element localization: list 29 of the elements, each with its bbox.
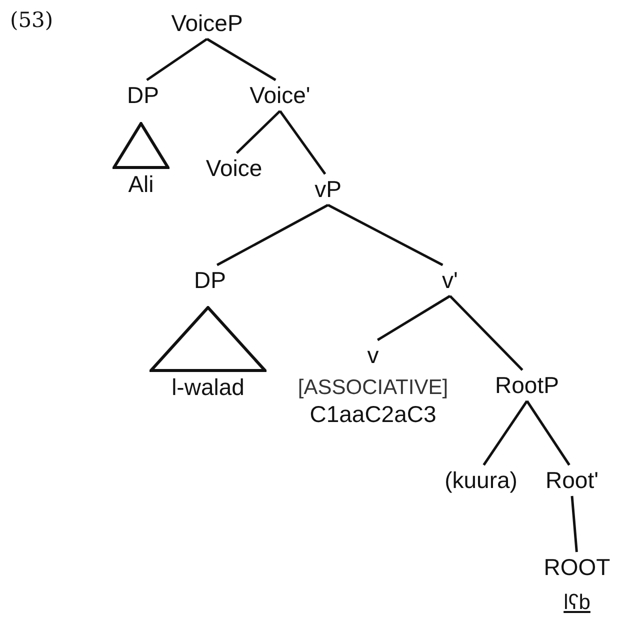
tree-branch [236, 110, 281, 154]
tree-branch [449, 295, 524, 371]
template-label: C1aaC2aC3 [310, 400, 436, 428]
category-label: Voice' [250, 82, 310, 108]
tree-branch [482, 400, 528, 466]
category-label: Root' [546, 467, 598, 493]
category-label: (kuura) [444, 467, 518, 493]
category-label: Voice [206, 155, 262, 181]
terminal-word: l-walad [172, 374, 244, 400]
terminal-word: Ali [128, 171, 154, 197]
tree-branch [376, 294, 451, 342]
category-label: v' [442, 267, 458, 293]
example-number: (53) [10, 8, 54, 32]
category-label: RootP [495, 372, 559, 398]
root-form: lʕb [564, 590, 590, 616]
tree-branch [216, 204, 329, 266]
tree-branch [206, 38, 276, 82]
tree-branch [146, 38, 208, 82]
category-label: v [367, 342, 379, 368]
feature-label: [ASSOCIATIVE] [298, 376, 448, 400]
category-label: DP [194, 267, 226, 293]
category-label: VoiceP [171, 10, 243, 36]
tree-branch [526, 400, 570, 466]
category-label: vP [314, 176, 342, 202]
tree-branch [278, 110, 326, 175]
tree-branch [570, 496, 578, 552]
category-label: DP [127, 82, 159, 108]
tree-branch [327, 204, 444, 266]
category-label: ROOT [544, 554, 610, 580]
